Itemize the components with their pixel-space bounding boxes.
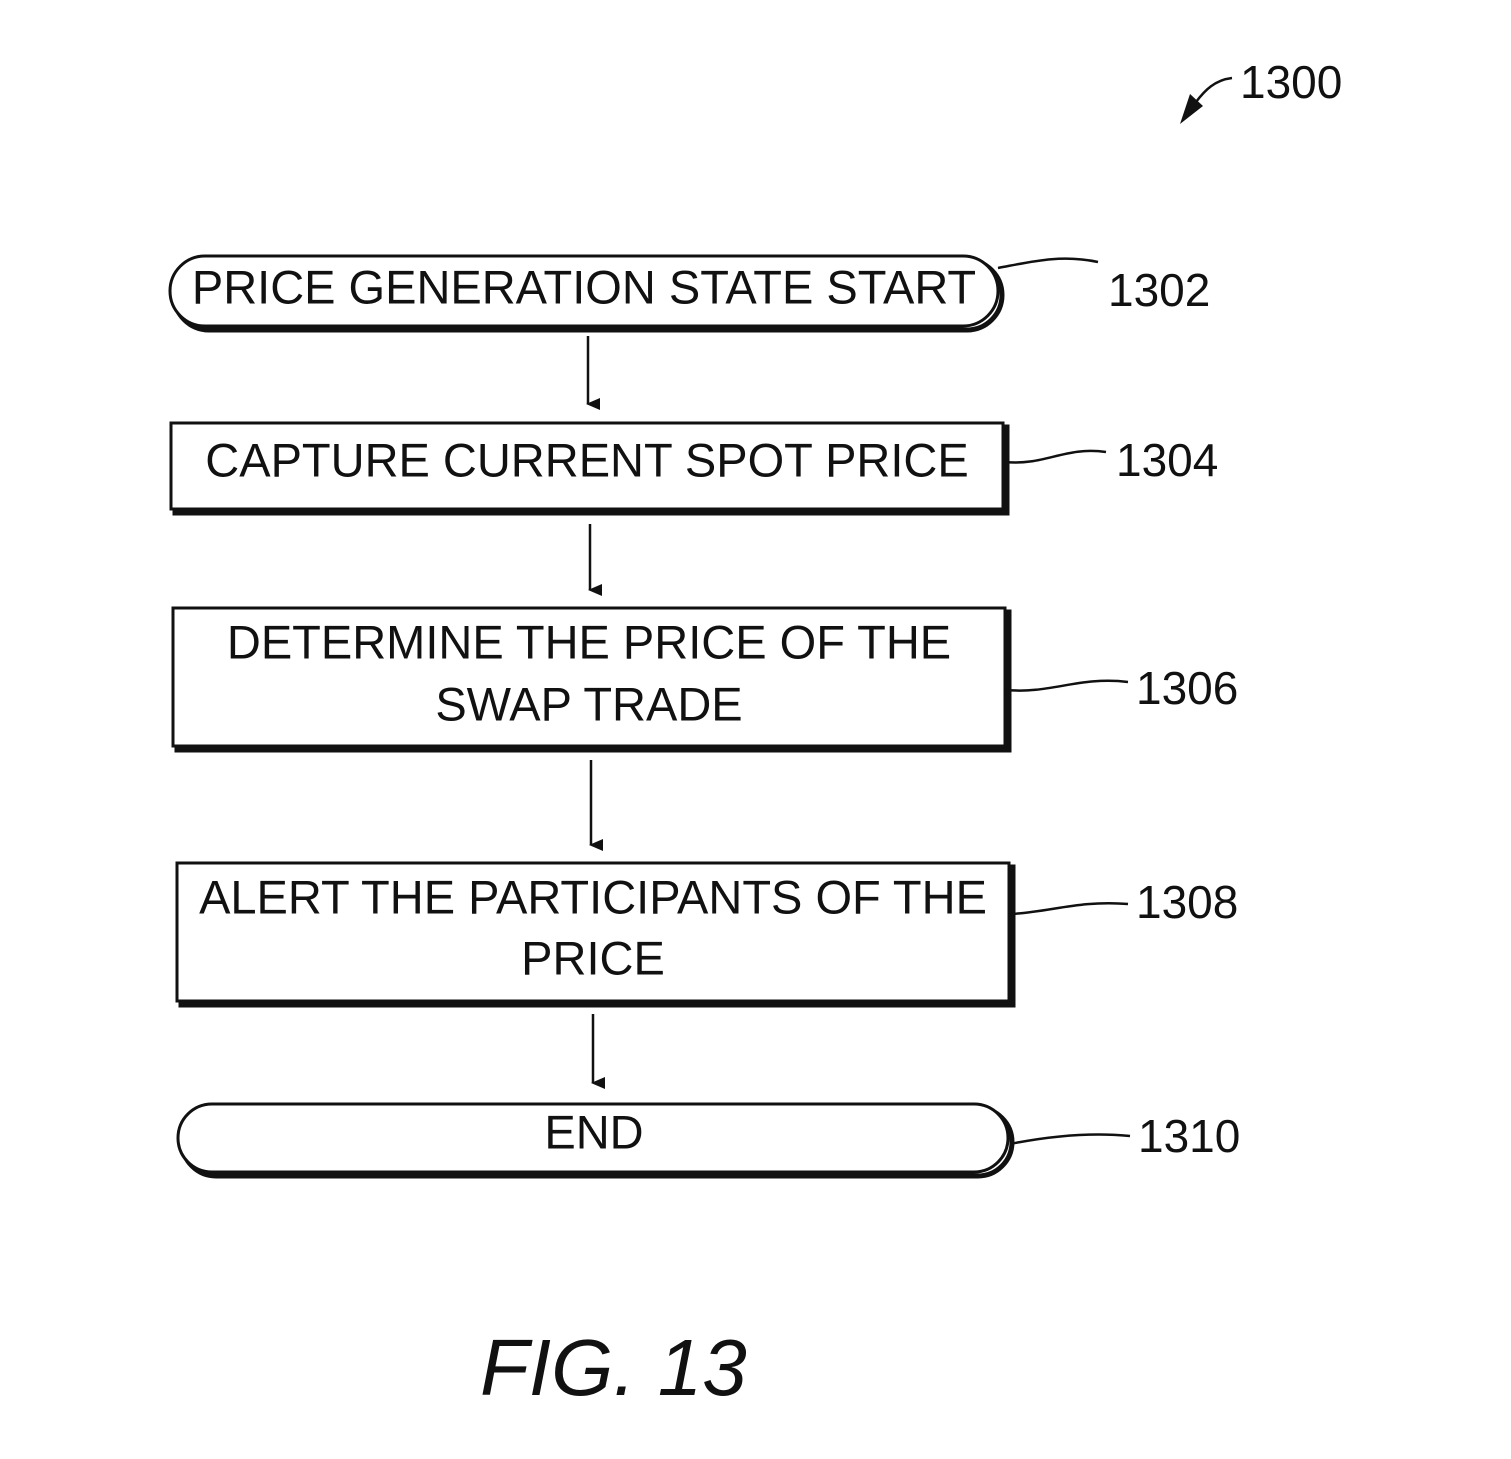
node-capture-spot-price: CAPTURE CURRENT SPOT PRICE <box>171 423 1007 513</box>
ref-label-1306: 1306 <box>1136 662 1238 714</box>
ref-label-1304: 1304 <box>1116 434 1218 486</box>
figure-ref-pointer <box>1196 78 1232 102</box>
node-determine-swap-price: DETERMINE THE PRICE OF THE SWAP TRADE <box>173 608 1009 750</box>
node-label-line-2: PRICE <box>521 931 665 984</box>
node-price-generation-start: PRICE GENERATION STATE START <box>170 256 1002 330</box>
ref-label-1310: 1310 <box>1138 1110 1240 1162</box>
node-label-line-1: DETERMINE THE PRICE OF THE <box>227 615 951 668</box>
figure-ref-label: 1300 <box>1240 56 1342 108</box>
ref-label-1308: 1308 <box>1136 876 1238 928</box>
node-end: END <box>178 1104 1012 1176</box>
node-alert-participants: ALERT THE PARTICIPANTS OF THE PRICE <box>177 863 1013 1005</box>
ref-leader-1310 <box>1010 1134 1130 1144</box>
figure-caption: FIG. 13 <box>480 1323 747 1412</box>
node-label-line-1: END <box>544 1105 643 1158</box>
node-label-line-1: PRICE GENERATION STATE START <box>192 260 976 313</box>
ref-leader-1306 <box>1007 681 1128 691</box>
node-label-line-1: ALERT THE PARTICIPANTS OF THE <box>199 870 987 923</box>
figure-ref-group: 1300 <box>1180 56 1342 124</box>
ref-leader-1304 <box>1005 451 1106 463</box>
ref-leader-1308 <box>1011 903 1128 914</box>
ref-label-1302: 1302 <box>1108 264 1210 316</box>
node-label-line-2: SWAP TRADE <box>435 677 742 730</box>
ref-leader-1302 <box>998 259 1098 268</box>
node-label-line-1: CAPTURE CURRENT SPOT PRICE <box>205 433 968 486</box>
